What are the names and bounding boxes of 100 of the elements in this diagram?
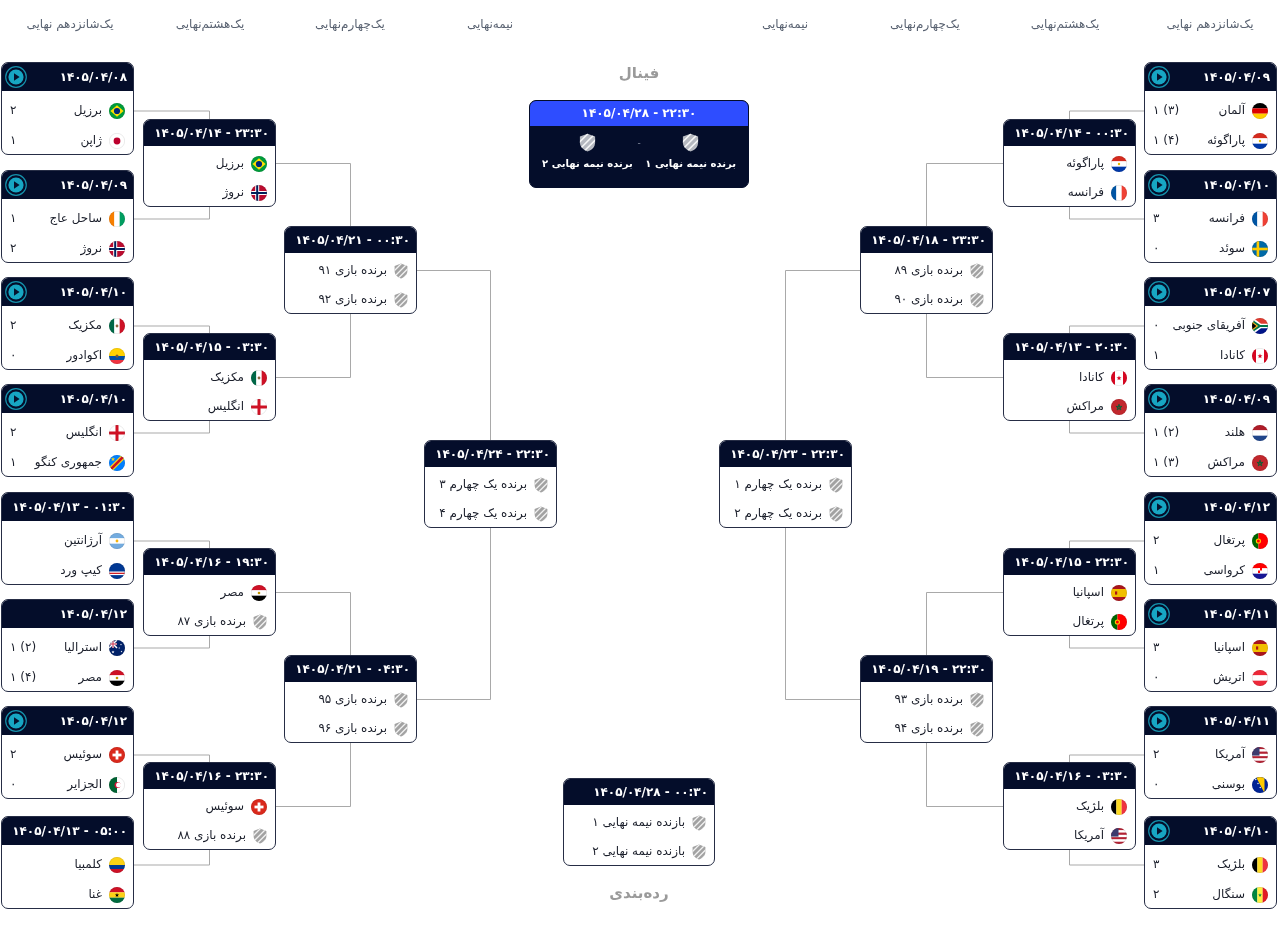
team-name: سوئد xyxy=(1219,241,1245,257)
team-score: ۲ xyxy=(10,241,17,257)
bracket-line xyxy=(1069,420,1145,434)
match-date: ۱۴۰۵/۰۴/۱۳ - ۲۰:۳۰ xyxy=(1014,339,1129,355)
bracket-line xyxy=(133,754,210,763)
bracket-line xyxy=(1069,110,1145,120)
match-date: ۱۴۰۵/۰۴/۰۹ xyxy=(59,177,127,193)
bracket-line xyxy=(1069,325,1145,334)
team-score: ۱ xyxy=(1153,563,1160,579)
team-name: بوسنی xyxy=(1211,777,1245,793)
match-card xyxy=(1144,492,1277,585)
team-name: هلند xyxy=(1224,425,1245,441)
match-date: ۱۴۰۵/۰۴/۱۴ - ۰۰:۳۰ xyxy=(1014,125,1129,141)
match-card xyxy=(860,655,993,743)
team-name: کرواسی xyxy=(1203,563,1245,579)
match-card xyxy=(1144,170,1277,263)
team-name: اسپانیا xyxy=(1213,640,1245,656)
team-name: مراکش xyxy=(1207,455,1245,471)
bracket-line xyxy=(416,527,491,700)
team-score: ۲ xyxy=(1153,747,1160,763)
bracket-line xyxy=(133,325,210,334)
round-heading: یک‌چهارم‌نهایی xyxy=(315,16,385,32)
section-heading: رده‌بندی xyxy=(609,883,669,903)
team-name: بازنده نیمه نهایی ۲ xyxy=(592,843,685,860)
round-heading: یک‌شانزدهم نهایی xyxy=(1166,16,1254,32)
match-card xyxy=(1,62,134,155)
bracket-line xyxy=(785,270,861,441)
bracket-line xyxy=(1069,754,1145,763)
team-name: برنده بازی ۹۶ xyxy=(318,720,387,737)
round-heading: یک‌هشتم‌نهایی xyxy=(175,16,245,32)
team-score: ۲ xyxy=(1153,533,1160,549)
team-name: سنگال xyxy=(1212,887,1245,903)
match-card xyxy=(1,599,134,692)
match-date: ۱۴۰۵/۰۴/۱۵ - ۲۲:۳۰ xyxy=(1014,554,1129,570)
team-score: ۰ xyxy=(1153,318,1160,334)
team-score: ۱ xyxy=(10,133,17,149)
team-name: آمریکا xyxy=(1074,827,1104,844)
team-name: اکوادور xyxy=(66,348,102,364)
match-card xyxy=(143,548,276,636)
round-heading: نیمه‌نهایی xyxy=(761,16,809,32)
match-date: ۱۴۰۵/۰۴/۰۹ xyxy=(1202,391,1270,407)
final-card xyxy=(529,100,749,188)
team-score: ۰ xyxy=(1153,777,1160,793)
team-name: الجزایر xyxy=(67,777,102,793)
team-name: مصر xyxy=(220,584,244,601)
team-name: مصر xyxy=(78,670,102,686)
team-name: برنده بازی ۹۵ xyxy=(318,691,387,708)
match-date: ۱۴۰۵/۰۴/۱۰ xyxy=(59,284,127,300)
match-card xyxy=(1144,384,1277,477)
match-date: ۱۴۰۵/۰۴/۱۱ xyxy=(1202,713,1270,729)
team-name: پرتغال xyxy=(1072,613,1104,630)
match-card xyxy=(1003,548,1136,636)
team-name: جمهوری کنگو xyxy=(34,455,102,471)
team-name: بلژیک xyxy=(1217,857,1245,873)
match-card xyxy=(1003,762,1136,850)
team-name: اسپانیا xyxy=(1072,584,1104,601)
team-name: برنده یک چهارم ۴ xyxy=(439,505,527,522)
match-date: ۱۴۰۵/۰۴/۲۸ - ۰۰:۳۰ xyxy=(593,784,708,800)
team-score: ۰ xyxy=(10,777,17,793)
team-name: برزیل xyxy=(73,103,102,119)
team-name: انگلیس xyxy=(65,425,102,441)
match-date: ۱۴۰۵/۰۴/۲۱ - ۰۴:۳۰ xyxy=(295,661,410,677)
team-name: برنده بازی ۸۷ xyxy=(177,613,246,630)
team-score: ۲ xyxy=(10,318,17,334)
bracket-line xyxy=(926,742,1004,807)
bracket-line xyxy=(416,270,491,441)
match-card xyxy=(1003,333,1136,421)
team-score: ۲ xyxy=(10,747,17,763)
match-date: ۱۴۰۵/۰۴/۱۶ - ۲۳:۳۰ xyxy=(154,768,269,784)
match-date: ۱۴۰۵/۰۴/۱۵ - ۰۳:۳۰ xyxy=(154,339,269,355)
team-name: بازنده نیمه نهایی ۱ xyxy=(592,814,685,831)
team-score: ۰ xyxy=(1153,241,1160,257)
team-name: کلمبیا xyxy=(74,857,102,873)
team-name: کیپ ورد xyxy=(60,563,102,579)
bracket-line xyxy=(133,206,210,220)
team-score: ۱ xyxy=(10,455,17,471)
team-name: آرژانتین xyxy=(64,533,102,549)
team-name: آلمان xyxy=(1218,103,1245,119)
team-name: ژاپن xyxy=(80,133,102,149)
match-card xyxy=(1144,599,1277,692)
match-date: ۱۴۰۵/۰۴/۱۶ - ۱۹:۳۰ xyxy=(154,554,269,570)
team-name: مکزیک xyxy=(68,318,102,334)
match-card xyxy=(143,119,276,207)
team-score: ۲ xyxy=(10,103,17,119)
team-name: برنده بازی ۸۸ xyxy=(177,827,246,844)
match-date: ۱۴۰۵/۰۴/۱۰ xyxy=(59,391,127,407)
team-score: ۱ xyxy=(10,211,17,227)
team-score: ۱ (۳) xyxy=(1153,103,1180,119)
section-heading: فینال xyxy=(618,63,660,83)
team-score: ۱ (۳) xyxy=(1153,455,1180,471)
team-score: ۳ xyxy=(1153,640,1160,656)
match-date: ۱۴۰۵/۰۴/۱۱ xyxy=(1202,606,1270,622)
bracket-line xyxy=(926,163,1004,227)
match-card xyxy=(284,226,417,314)
team-name: آمریکا xyxy=(1215,747,1245,763)
round-heading: یک‌چهارم‌نهایی xyxy=(890,16,960,32)
bracket-line xyxy=(926,592,1004,656)
team-name: کانادا xyxy=(1078,369,1104,386)
match-card xyxy=(1144,277,1277,370)
match-card xyxy=(1144,816,1277,909)
